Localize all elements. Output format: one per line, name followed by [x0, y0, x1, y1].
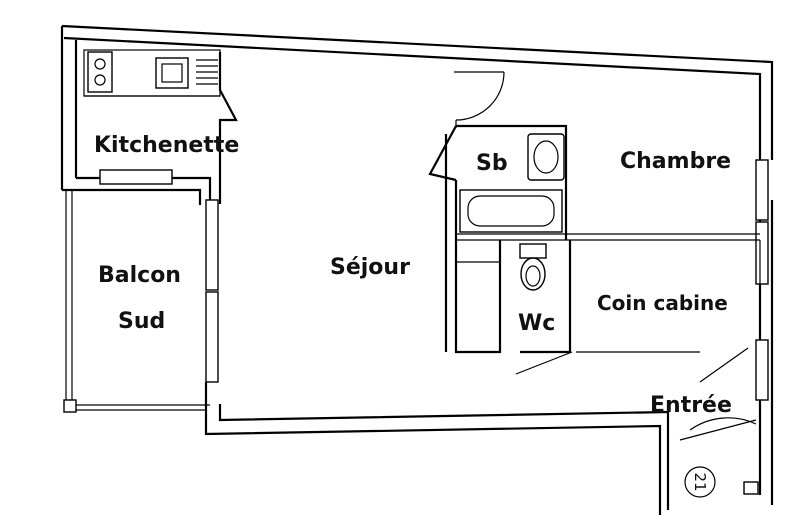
- washbasin-icon: [527, 133, 565, 181]
- label-coin-cabine: Coin cabine: [597, 291, 728, 315]
- label-sb: Sb: [476, 151, 508, 176]
- entry-door: [679, 417, 759, 495]
- right-windows: [755, 159, 769, 401]
- label-wc: Wc: [518, 311, 555, 336]
- label-sejour: Séjour: [330, 255, 410, 280]
- label-kitchenette: Kitchenette: [94, 133, 239, 158]
- bathtub-icon: [459, 189, 563, 233]
- balcony-area: [63, 190, 219, 418]
- coin-cabine-area: [576, 240, 761, 383]
- top-door: [454, 71, 505, 128]
- label-chambre: Chambre: [620, 149, 731, 174]
- label-balcon: Balcon: [98, 263, 181, 288]
- unit-number: 21: [691, 472, 709, 491]
- toilet-icon: [519, 243, 547, 291]
- label-sud: Sud: [118, 309, 165, 334]
- sink-icon: [155, 57, 218, 89]
- unit-number-badge: 21: [684, 466, 716, 498]
- kitchenette-area: [62, 49, 238, 205]
- bathroom-block: [428, 124, 760, 354]
- wc-block: [515, 240, 573, 375]
- stove-icon: [87, 51, 113, 93]
- label-entree: Entrée: [650, 393, 732, 418]
